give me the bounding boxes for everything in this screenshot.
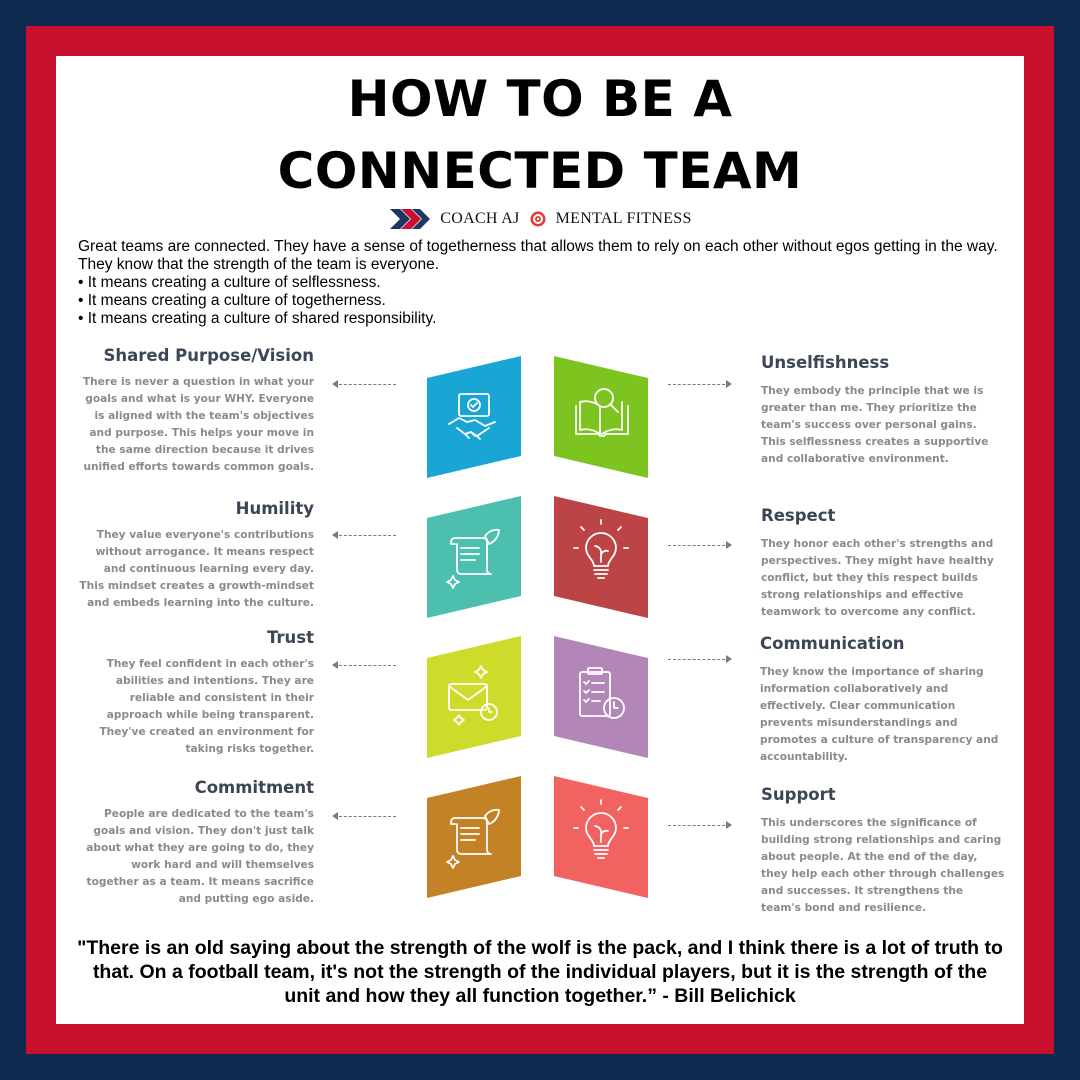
item-text-shared-purpose: There is never a question in what your g… <box>82 376 314 473</box>
brand-chevron-icon <box>390 209 431 229</box>
book-search-icon <box>575 388 629 437</box>
item-text-respect: They honor each other's strengths and pe… <box>761 538 994 618</box>
item-heading-unselfishness: Unselfishness <box>761 353 890 372</box>
item-text-unselfishness: They embody the principle that we is gre… <box>761 385 989 465</box>
dashed-arrow-right <box>668 655 732 663</box>
target-icon <box>530 211 546 227</box>
dashed-arrow-right <box>668 821 732 829</box>
title-line-2: CONNECTED TEAM <box>277 142 803 200</box>
lightbulb-icon <box>573 519 629 579</box>
item-text-communication: They know the importance of sharing info… <box>760 666 999 763</box>
lightbulb-icon <box>573 799 629 859</box>
item-heading-shared-purpose: Shared Purpose/Vision <box>103 346 314 365</box>
item-heading-communication: Communication <box>760 634 905 653</box>
clipboard-clock-icon <box>579 667 625 719</box>
tile-support <box>554 776 648 898</box>
item-text-support: This underscores the significance of bui… <box>761 817 1005 914</box>
item-heading-commitment: Commitment <box>194 778 314 797</box>
dashed-arrow-right <box>668 380 732 388</box>
tile-commitment <box>427 776 521 898</box>
dashed-arrow-right <box>668 541 732 549</box>
item-heading-support: Support <box>761 785 836 804</box>
dashed-arrow-left <box>332 380 396 388</box>
intro-paragraph: Great teams are connected. They have a s… <box>78 238 998 273</box>
title-line-1: HOW TO BE A <box>347 70 733 128</box>
item-heading-respect: Respect <box>761 506 836 525</box>
mail-icon <box>448 665 498 726</box>
intro-bullet: • It means creating a culture of shared … <box>78 310 437 327</box>
brand-row: COACH AJ MENTAL FITNESS <box>56 206 1024 232</box>
closing-quote: "There is an old saying about the streng… <box>77 937 1003 1007</box>
tile-communication <box>554 636 648 758</box>
dashed-arrow-left <box>332 812 396 820</box>
tile-respect <box>554 496 648 618</box>
scroll-icon <box>446 528 500 589</box>
dashed-arrow-left <box>332 661 396 669</box>
item-text-commitment: People are dedicated to the team's goals… <box>86 808 314 905</box>
handshake-icon <box>448 393 496 440</box>
tile-humility <box>427 496 521 618</box>
dashed-arrow-left <box>332 531 396 539</box>
intro-bullet: • It means creating a culture of togethe… <box>78 292 386 309</box>
scroll-icon <box>446 808 500 869</box>
tile-unselfishness <box>554 356 648 478</box>
item-text-trust: They feel confident in each other's abil… <box>99 658 314 755</box>
item-text-humility: They value everyone's contributions with… <box>79 529 314 609</box>
tile-trust <box>427 636 521 758</box>
item-heading-trust: Trust <box>266 628 314 647</box>
brand-tagline: MENTAL FITNESS <box>555 210 692 227</box>
item-heading-humility: Humility <box>235 499 314 518</box>
infographic-card: HOW TO BE A CONNECTED TEAM COACH AJ MENT… <box>56 56 1024 1024</box>
intro-text: Great teams are connected. They have a s… <box>78 238 1008 328</box>
intro-bullet: • It means creating a culture of selfles… <box>78 274 381 291</box>
tile-shared-purpose <box>427 356 521 478</box>
brand-name: COACH AJ <box>440 210 520 227</box>
